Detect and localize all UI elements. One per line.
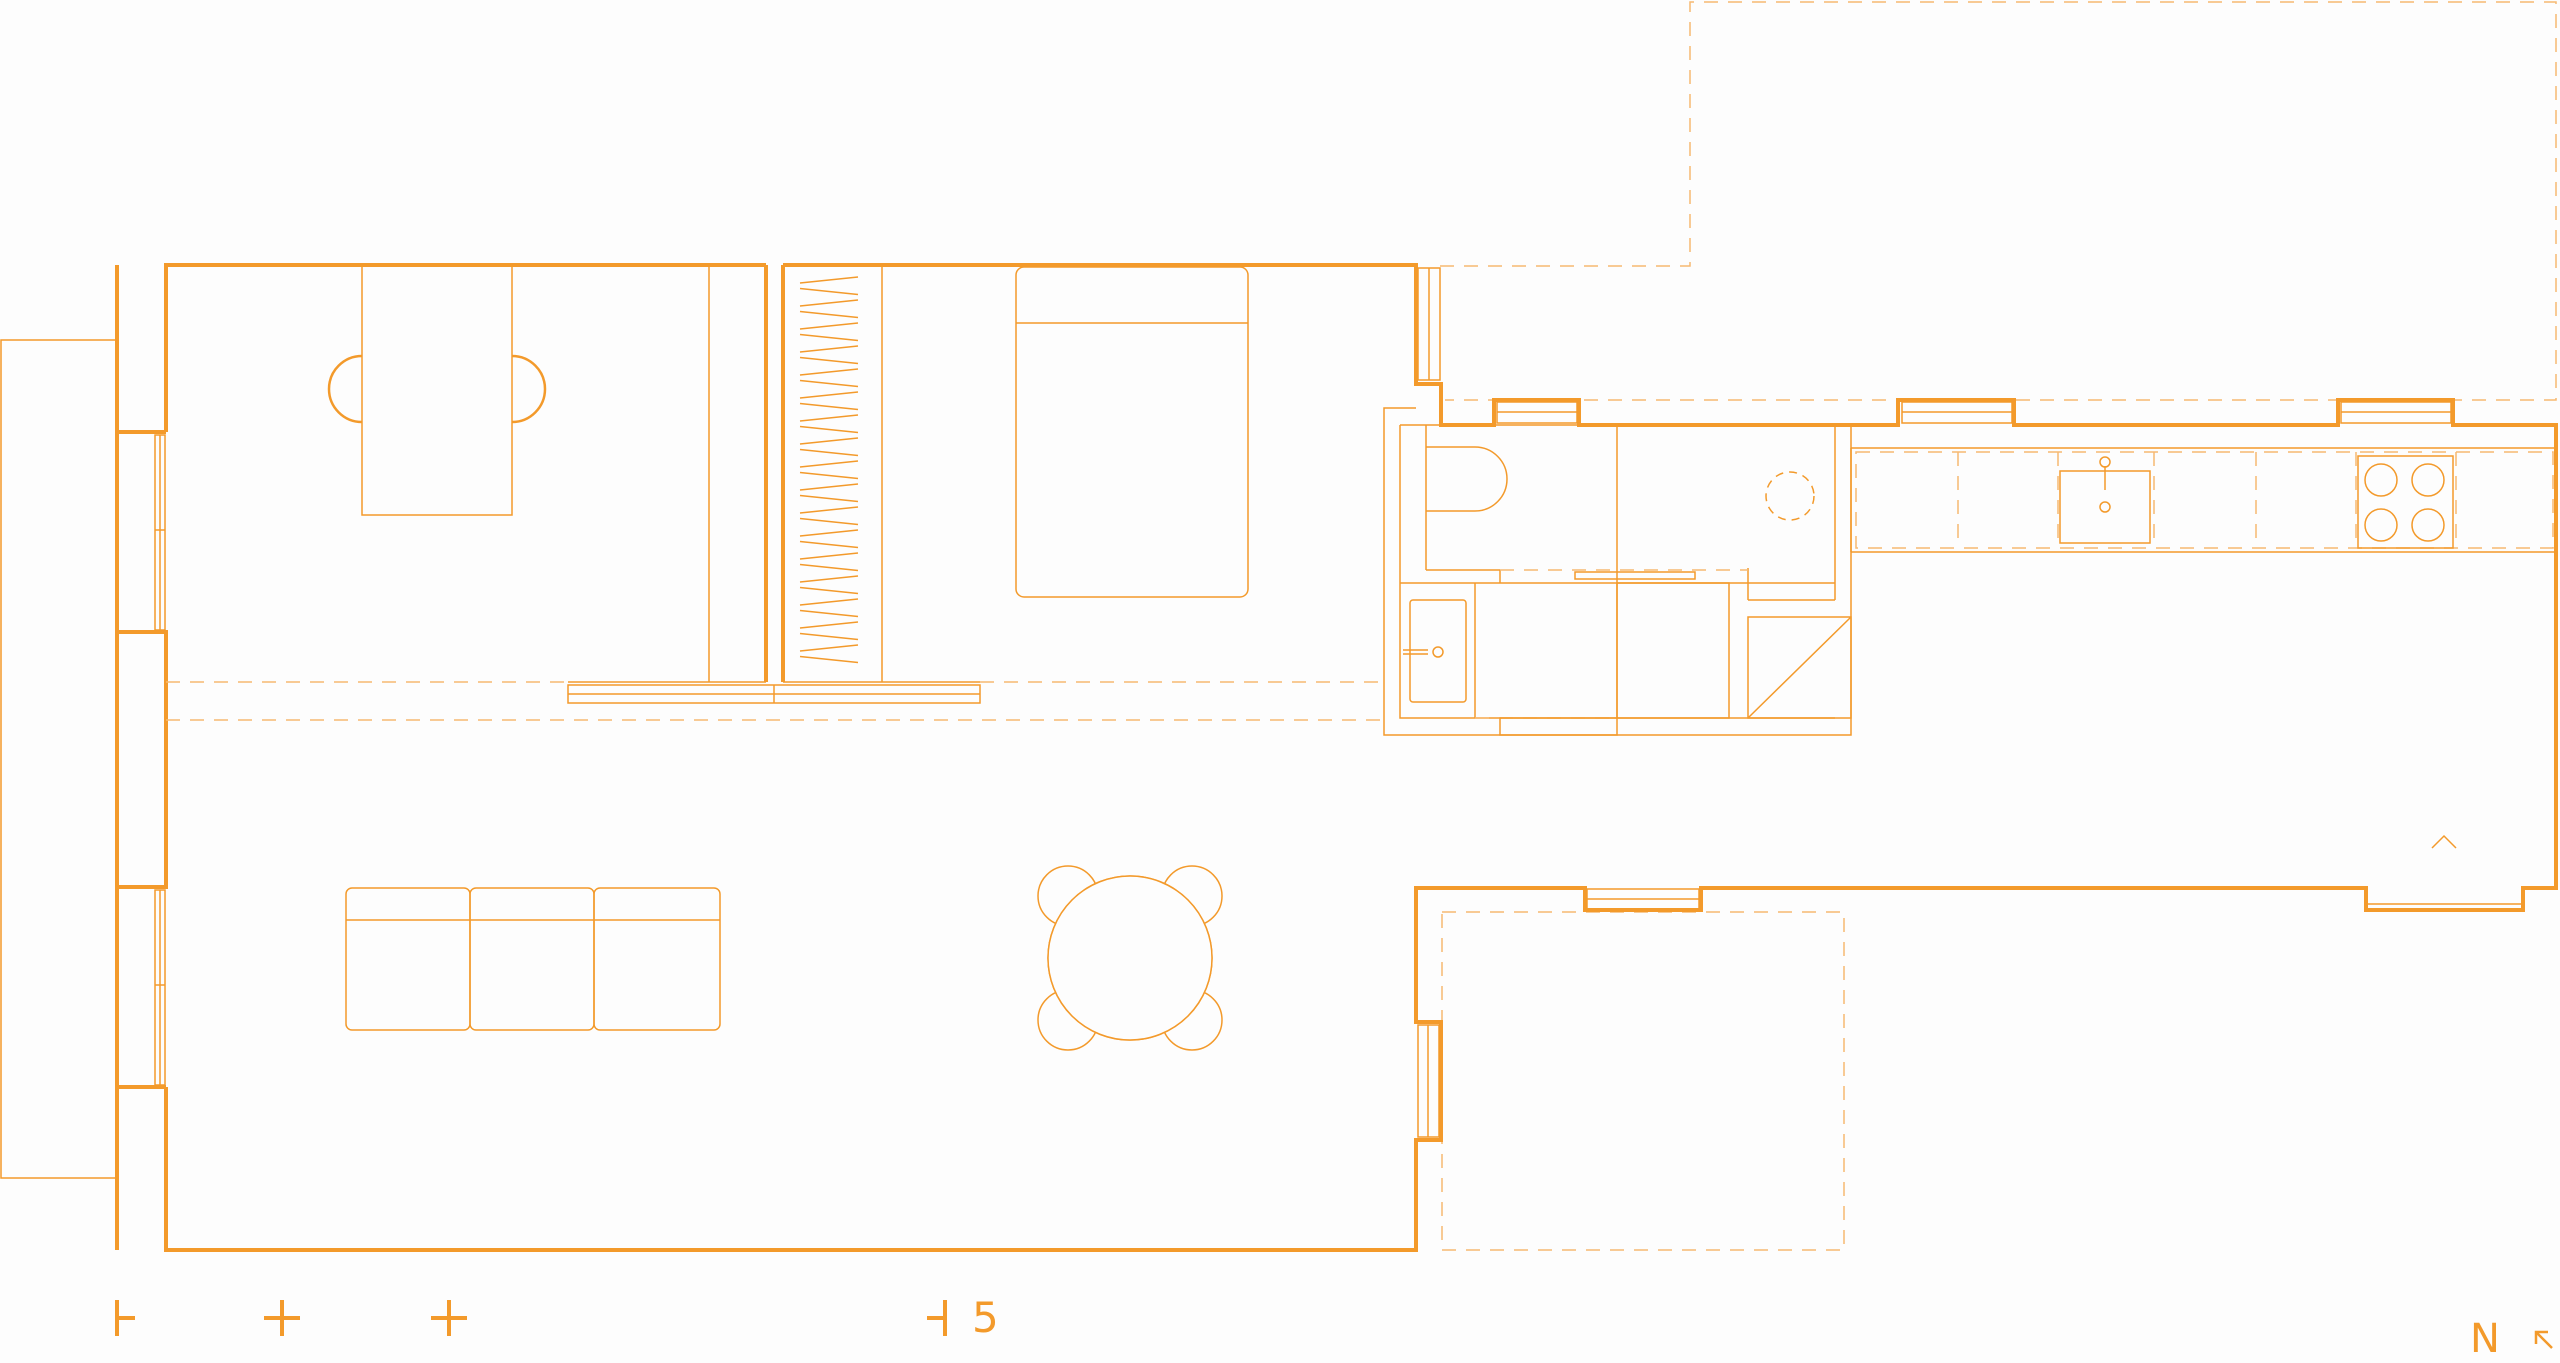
- hanger-line: [799, 425, 859, 434]
- hanger-line: [799, 333, 859, 342]
- cooktop: [2357, 455, 2454, 549]
- chair-right: [511, 354, 547, 424]
- wardrobe-hangers: [799, 276, 859, 664]
- washbasin: [1409, 599, 1467, 703]
- hanger-line: [799, 506, 859, 514]
- hanger-line: [799, 310, 859, 319]
- toilet: [1426, 446, 1508, 512]
- hanger-line: [799, 494, 859, 503]
- hanger-line: [799, 460, 859, 468]
- hanger-line: [799, 586, 859, 595]
- hanger-line: [799, 391, 859, 399]
- hanger-line: [799, 632, 859, 641]
- hanger-line: [799, 345, 859, 353]
- bedroom: [781, 265, 1249, 683]
- north-label: N: [2470, 1316, 2500, 1362]
- hanger-line: [799, 322, 859, 330]
- desk: [361, 264, 513, 516]
- dining-table: [1037, 865, 1223, 1051]
- entrance-arrow-icon: [2431, 834, 2457, 849]
- hanger-line: [799, 287, 859, 296]
- hanger-line: [799, 471, 859, 480]
- hanger-line: [799, 299, 859, 307]
- exterior-walls: [115, 263, 2558, 1252]
- hanger-line: [799, 563, 859, 572]
- hanger-line: [799, 414, 859, 422]
- hanger-line: [799, 609, 859, 618]
- scale-bar-icon: [115, 1300, 947, 1336]
- hanger-line: [799, 402, 859, 411]
- sofa: [345, 887, 721, 1031]
- hanger-line: [799, 621, 859, 629]
- service-shaft: [1747, 616, 1852, 719]
- study-room: [327, 264, 768, 683]
- shower-drain: [1765, 471, 1815, 521]
- north-arrow-icon: [2534, 1330, 2553, 1349]
- hanger-line: [799, 540, 859, 549]
- hanger-line: [799, 379, 859, 388]
- chair-left: [327, 354, 363, 424]
- scale-label: 5: [972, 1293, 999, 1342]
- hanger-line: [799, 437, 859, 445]
- hanger-line: [799, 483, 859, 491]
- kitchen-counter: [1850, 447, 2556, 553]
- hanger-line: [799, 644, 859, 652]
- hanger-line: [799, 598, 859, 606]
- hanger-line: [799, 529, 859, 537]
- west-balcony: [0, 265, 119, 1250]
- hanger-line: [799, 368, 859, 376]
- hanger-line: [799, 448, 859, 457]
- hanger-line: [799, 517, 859, 526]
- context-dashed-outlines: [116, 1, 2557, 1251]
- windows: [154, 267, 2521, 1138]
- hanger-line: [799, 575, 859, 583]
- hanger-line: [799, 655, 859, 664]
- bed: [1015, 266, 1249, 598]
- hanger-line: [799, 276, 859, 284]
- hanger-line: [799, 356, 859, 365]
- hanger-line: [799, 552, 859, 560]
- bathroom: [1383, 407, 1852, 736]
- sliding-doors: [166, 681, 1384, 721]
